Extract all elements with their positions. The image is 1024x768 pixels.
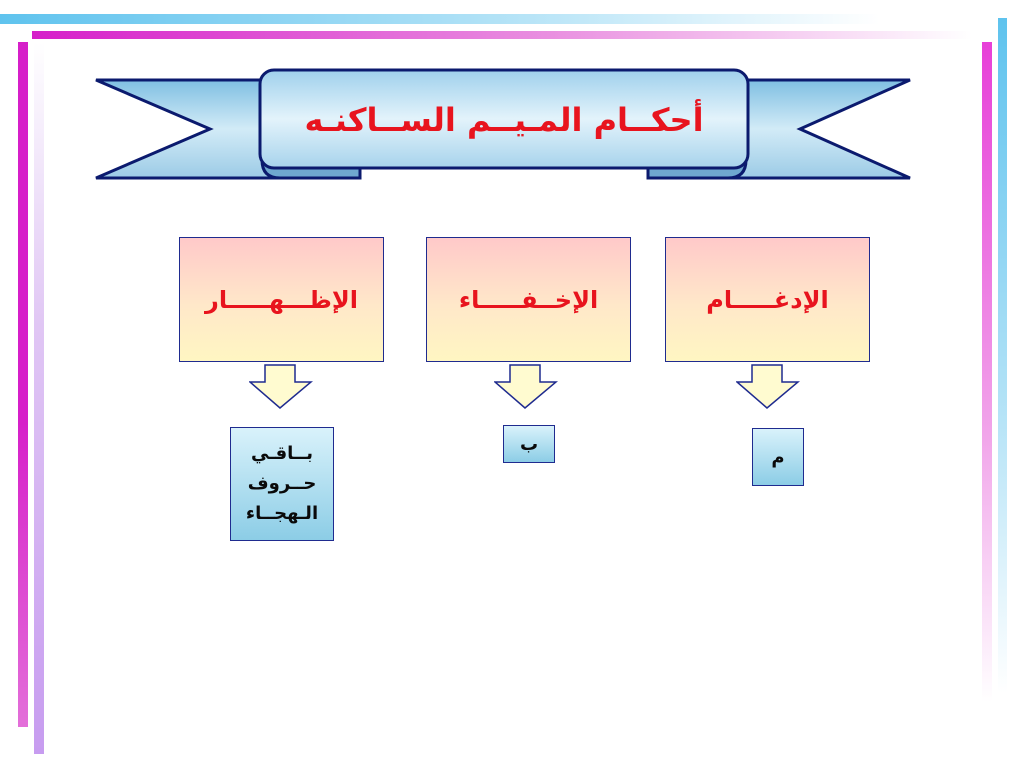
letters-box-ikhfa: ب (503, 425, 555, 463)
right-magenta-bar (982, 42, 992, 702)
ribbon-center-panel (258, 68, 750, 170)
rule-box-izhar: الإظـــهـــــار (179, 237, 384, 362)
right-cyan-bar (998, 18, 1007, 693)
down-arrow-ikhfa-icon (494, 364, 558, 409)
letters-box-idgham: م (752, 428, 804, 486)
top-magenta-bar (32, 31, 972, 39)
rule-box-idgham: الإدغـــــام (665, 237, 870, 362)
page-title: أحكــام المـيــم الســاكنـه (304, 101, 704, 139)
down-arrow-izhar-icon (249, 364, 313, 409)
left-magenta-bar (18, 42, 28, 727)
top-cyan-bar (0, 14, 880, 24)
letters-box-izhar: بــاقـي حــروف الـهجــاء (230, 427, 334, 541)
left-lavender-bar (34, 42, 44, 754)
down-arrow-idgham-icon (736, 364, 800, 409)
rule-box-ikhfa: الإخــفـــــاء (426, 237, 631, 362)
